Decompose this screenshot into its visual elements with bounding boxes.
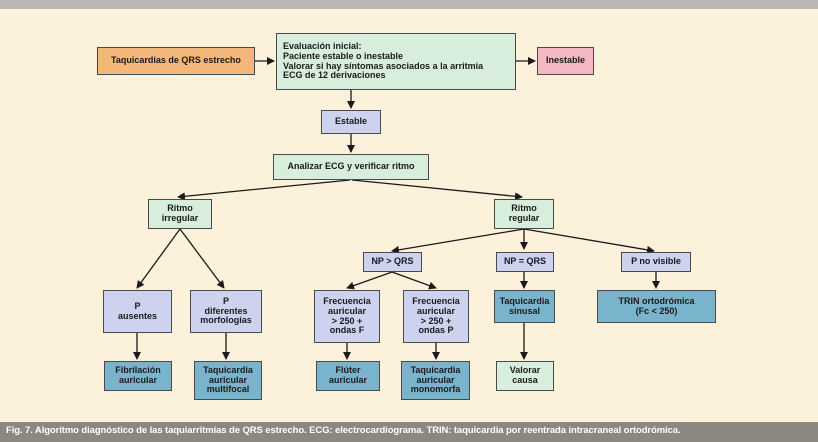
node-p-not-visible: P no visible xyxy=(621,252,691,272)
figure-caption: Fig. 7. Algoritmo diagnóstico de las taq… xyxy=(6,425,681,436)
node-atrial-flutter: Flúter auricular xyxy=(316,361,380,391)
node-freq-waves-f: Frecuencia auricular > 250 + ondas F xyxy=(314,290,380,343)
node-p-different: P diferentes morfologías xyxy=(190,290,262,333)
node-np-equal-qrs: NP = QRS xyxy=(496,252,554,272)
node-stable: Estable xyxy=(321,110,381,134)
node-sinus-tachycardia: Taquicardia sinusal xyxy=(494,290,555,323)
caption-bar xyxy=(0,422,818,442)
node-trin-orthodromic: TRIN ortodrómica (Fc < 250) xyxy=(597,290,716,323)
node-initial-evaluation: Evaluación inicial: Paciente estable o i… xyxy=(276,33,516,90)
node-np-greater-qrs: NP > QRS xyxy=(363,252,422,272)
node-start: Taquicardias de QRS estrecho xyxy=(97,47,255,75)
node-regular-rhythm: Ritmo regular xyxy=(494,199,554,229)
edge-analyze-regular xyxy=(351,179,523,201)
node-p-absent: P ausentes xyxy=(103,290,172,333)
node-analyze-ecg: Analizar ECG y verificar ritmo xyxy=(273,154,429,180)
node-monomorphic-atrial-tachycardia: Taquicardia auricular monomorfa xyxy=(401,361,470,400)
edge-analyze-irregular xyxy=(177,179,351,201)
edge-npgt-freqp xyxy=(391,271,437,290)
node-atrial-fibrillation: Fibrilación auricular xyxy=(104,361,172,391)
node-irregular-rhythm: Ritmo irregular xyxy=(148,199,212,229)
node-multifocal-atrial-tachycardia: Taquicardia auricular multifocal xyxy=(194,361,262,400)
top-bar xyxy=(0,0,818,9)
edge-npgt-freqf xyxy=(346,271,393,290)
edge-irregular-pdiff xyxy=(179,228,225,289)
edge-irregular-pabsent xyxy=(136,228,181,289)
edge-regular-npgt xyxy=(391,228,525,254)
node-unstable: Inestable xyxy=(537,47,594,75)
edge-regular-pnotvisible xyxy=(523,228,655,254)
node-freq-waves-p: Frecuencia auricular > 250 + ondas P xyxy=(403,290,469,343)
node-assess-cause: Valorar causa xyxy=(496,361,554,391)
